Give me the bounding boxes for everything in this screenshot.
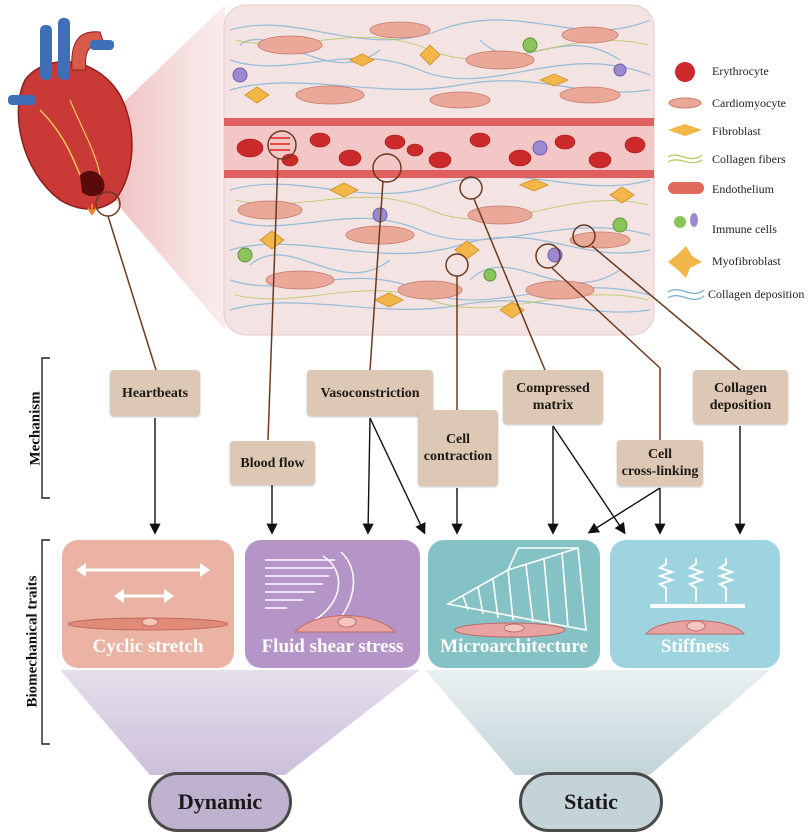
static-label: Static — [564, 789, 618, 814]
heart-illustration — [8, 18, 133, 216]
zoom-wedge — [95, 5, 225, 330]
trait-label-stiffness: Stiffness — [660, 636, 730, 657]
mechanism-blood-flow: Blood flow — [230, 441, 315, 485]
erythrocyte-icon — [675, 62, 695, 82]
mechanism-cell-crosslinking-line2: cross-linking — [621, 464, 699, 479]
mechanism-collagen-deposition: Collagen deposition — [693, 370, 788, 424]
mechanism-compressed-matrix: Compressed matrix — [503, 370, 603, 424]
stiffness-icon — [644, 558, 746, 635]
mechanism-vasoconstriction-label: Vasoconstriction — [320, 385, 420, 401]
trait-card-cyclic-stretch: Cyclic stretch — [62, 540, 234, 668]
dynamic-pill: Dynamic — [148, 772, 292, 832]
mechanism-vasoconstriction: Vasoconstriction — [307, 370, 433, 416]
mechanism-cell-crosslinking-line1: Cell — [647, 447, 673, 462]
collagen-deposition-icon — [667, 289, 705, 301]
mechanism-cell-crosslinking: Cell cross-linking — [617, 440, 703, 486]
mechanism-heartbeats-label: Heartbeats — [121, 385, 189, 401]
mechanism-cell-contraction: Cell contraction — [418, 410, 498, 486]
fibroblast-icon — [668, 124, 702, 136]
legend-label-myofibroblast: Myofibroblast — [712, 254, 781, 268]
mechanism-cell-contraction-line1: Cell — [445, 432, 471, 447]
traits-side-label: Biomechanical traits — [24, 575, 41, 708]
trait-label-microarchitecture: Microarchitecture — [440, 636, 588, 657]
legend-label-cardiomyocyte: Cardiomyocyte — [712, 96, 786, 110]
legend-label-fibroblast: Fibroblast — [712, 124, 761, 138]
trait-card-microarchitecture: Microarchitecture — [428, 540, 600, 668]
collagen-fibers-icon — [667, 154, 703, 164]
mechanism-collagen-deposition-line2: deposition — [709, 398, 772, 413]
mechanism-heartbeats: Heartbeats — [110, 370, 200, 416]
trait-label-fluid-shear-stress: Fluid shear stress — [261, 636, 404, 657]
fluid-shear-stress-icon — [265, 551, 397, 633]
dynamic-label: Dynamic — [177, 789, 263, 814]
legend-icons — [667, 62, 705, 301]
cyclic-stretch-icon — [67, 563, 229, 631]
legend-label-collagen-deposition: Collagen deposition — [708, 287, 805, 301]
mechanism-compressed-matrix-line2: matrix — [532, 398, 574, 413]
endothelium-icon — [668, 182, 704, 194]
mechanism-collagen-deposition-line1: Collagen — [714, 381, 767, 396]
cardiomyocyte-icon — [668, 97, 702, 109]
trait-label-cyclic-stretch: Cyclic stretch — [92, 636, 204, 657]
mechanism-compressed-matrix-line1: Compressed — [516, 381, 590, 396]
legend-label-collagen-fibers: Collagen fibers — [712, 152, 786, 166]
legend-label-immune-cells: Immune cells — [712, 222, 777, 236]
dynamic-fan — [60, 670, 420, 775]
legend-label-endothelium: Endothelium — [712, 182, 774, 196]
static-pill: Static — [519, 772, 663, 832]
legend-label-erythrocyte: Erythrocyte — [712, 64, 769, 78]
trait-card-stiffness: Stiffness — [610, 540, 780, 668]
immune-cells-icon — [674, 216, 686, 228]
mechanism-cell-contraction-line2: contraction — [423, 449, 493, 464]
trait-card-fluid-shear-stress: Fluid shear stress — [245, 540, 420, 668]
mechanism-blood-flow-label: Blood flow — [240, 455, 305, 471]
static-fan — [425, 670, 770, 775]
mechanism-side-label: Mechanism — [27, 391, 44, 466]
blood-vessel — [224, 118, 654, 178]
microarchitecture-icon — [445, 546, 587, 638]
myofibroblast-icon — [668, 246, 702, 278]
